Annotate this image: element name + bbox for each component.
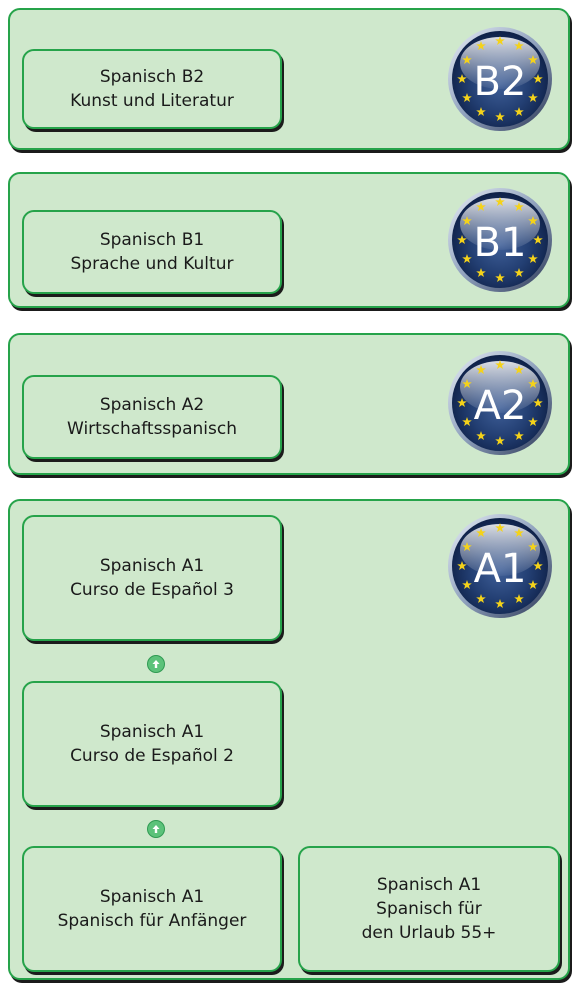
course-level: Spanisch A2 — [99, 395, 205, 415]
course-level: Spanisch A1 — [99, 887, 205, 907]
course-level: Spanisch B1 — [99, 230, 205, 250]
eu-level-badge-icon: B1 — [446, 186, 554, 294]
arrow-up-icon — [147, 655, 165, 673]
arrow-up-icon — [147, 820, 165, 838]
course-title: Curso de Español 2 — [70, 746, 234, 766]
level-panel-b2: Spanisch B2 Kunst und Literatur B2 — [8, 8, 570, 150]
course-card-a1-curso-2[interactable]: Spanisch A1 Curso de Español 2 — [22, 681, 282, 807]
course-title: Spanisch für — [376, 899, 482, 919]
course-card-a1-anfaenger[interactable]: Spanisch A1 Spanisch für Anfänger — [22, 846, 282, 972]
level-panel-a2: Spanisch A2 Wirtschaftsspanisch A2 — [8, 333, 570, 475]
course-card-a2[interactable]: Spanisch A2 Wirtschaftsspanisch — [22, 375, 282, 459]
eu-level-badge-icon: A1 — [446, 512, 554, 620]
eu-level-badge-icon: B2 — [446, 25, 554, 133]
course-card-b2[interactable]: Spanisch B2 Kunst und Literatur — [22, 49, 282, 129]
course-card-b1[interactable]: Spanisch B1 Sprache und Kultur — [22, 210, 282, 294]
course-title: Spanisch für Anfänger — [57, 911, 247, 931]
course-title-line2: den Urlaub 55+ — [361, 923, 497, 943]
course-level: Spanisch A1 — [99, 722, 205, 742]
level-panel-b1: Spanisch B1 Sprache und Kultur B1 — [8, 172, 570, 308]
badge-label: A2 — [474, 383, 527, 429]
badge-label: B2 — [474, 59, 527, 105]
course-title: Wirtschaftsspanisch — [67, 419, 237, 439]
level-panel-a1: Spanisch A1 Curso de Español 3 Spanisch … — [8, 499, 570, 980]
course-title: Sprache und Kultur — [70, 254, 234, 274]
course-level: Spanisch B2 — [99, 67, 205, 87]
course-level: Spanisch A1 — [376, 875, 482, 895]
course-title: Curso de Español 3 — [70, 580, 234, 600]
eu-level-badge-icon: A2 — [446, 349, 554, 457]
course-title: Kunst und Literatur — [70, 91, 234, 111]
course-card-a1-curso-3[interactable]: Spanisch A1 Curso de Español 3 — [22, 515, 282, 641]
badge-label: B1 — [474, 220, 527, 266]
course-level: Spanisch A1 — [99, 556, 205, 576]
course-card-a1-urlaub[interactable]: Spanisch A1 Spanisch für den Urlaub 55+ — [298, 846, 560, 972]
badge-label: A1 — [474, 546, 527, 592]
